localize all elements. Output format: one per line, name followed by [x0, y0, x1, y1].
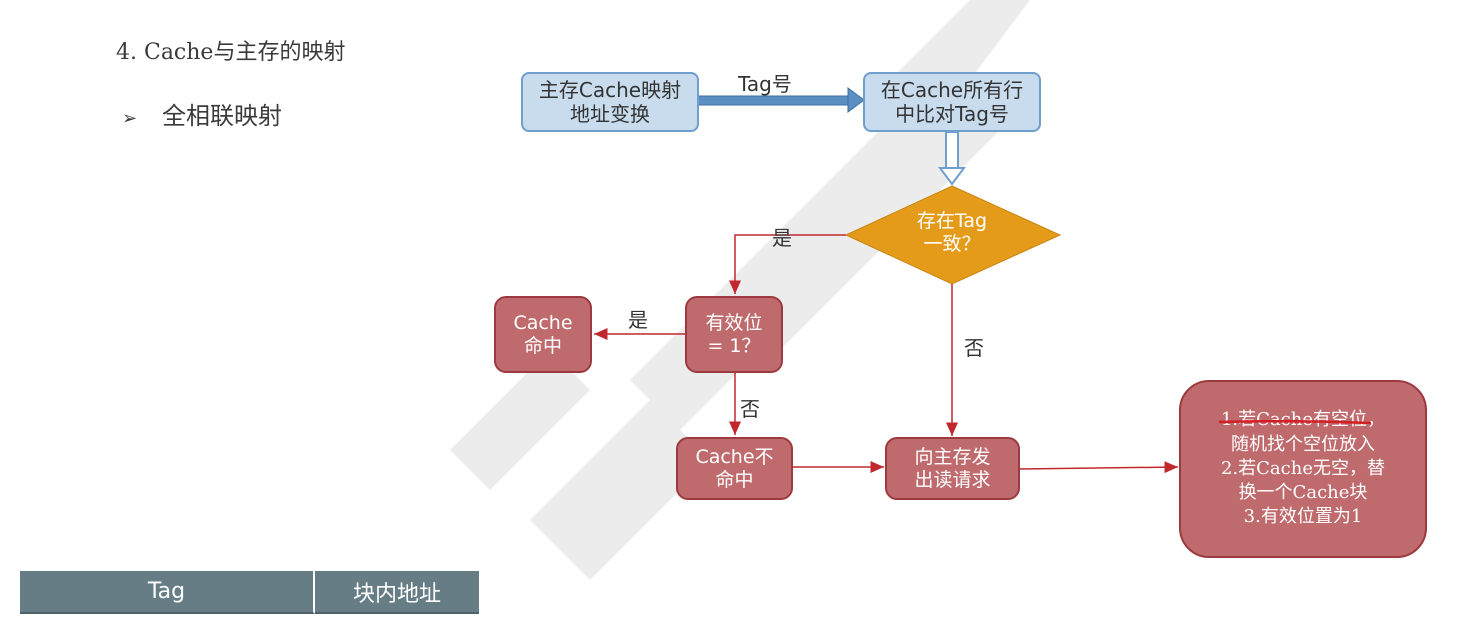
no-valid-label: 否: [740, 397, 760, 421]
edge-yes-match: [729, 234, 846, 294]
address-transform-node: 主存Cache映射 地址变换: [521, 72, 699, 132]
compare-tags-node: 在Cache所有行 中比对Tag号: [863, 72, 1041, 132]
block-offset-column: 块内地址: [315, 571, 479, 614]
cache-hit-node: Cache 命中: [494, 296, 592, 373]
bullet-text: 全相联映射: [162, 102, 282, 130]
cache-miss-node: Cache不 命中: [676, 437, 793, 500]
bullet-arrow-icon: ➢: [122, 108, 138, 129]
edge-request-to-handling: [1019, 461, 1179, 474]
no-match-label: 否: [964, 336, 984, 360]
address-format-table: Tag 块内地址: [20, 571, 479, 614]
red-underline-mark: [1218, 420, 1372, 424]
read-request-node: 向主存发 出读请求: [885, 437, 1020, 500]
down-hollow-arrow: [938, 131, 966, 186]
tag-match-label: 存在Tag 一致？: [916, 210, 988, 255]
bullet-item: ➢ 全相联映射: [122, 96, 282, 131]
yes-match-label: 是: [772, 226, 792, 250]
tag-column: Tag: [20, 571, 315, 614]
yes-valid-label: 是: [628, 308, 648, 332]
valid-bit-node: 有效位 = 1？: [685, 296, 783, 373]
section-heading: 4. Cache与主存的映射: [116, 40, 346, 65]
tag-number-label: Tag号: [738, 72, 792, 96]
miss-handling-node: 1.若Cache有空位， 随机找个空位放入 2.若Cache无空，替 换一个Ca…: [1179, 380, 1427, 558]
